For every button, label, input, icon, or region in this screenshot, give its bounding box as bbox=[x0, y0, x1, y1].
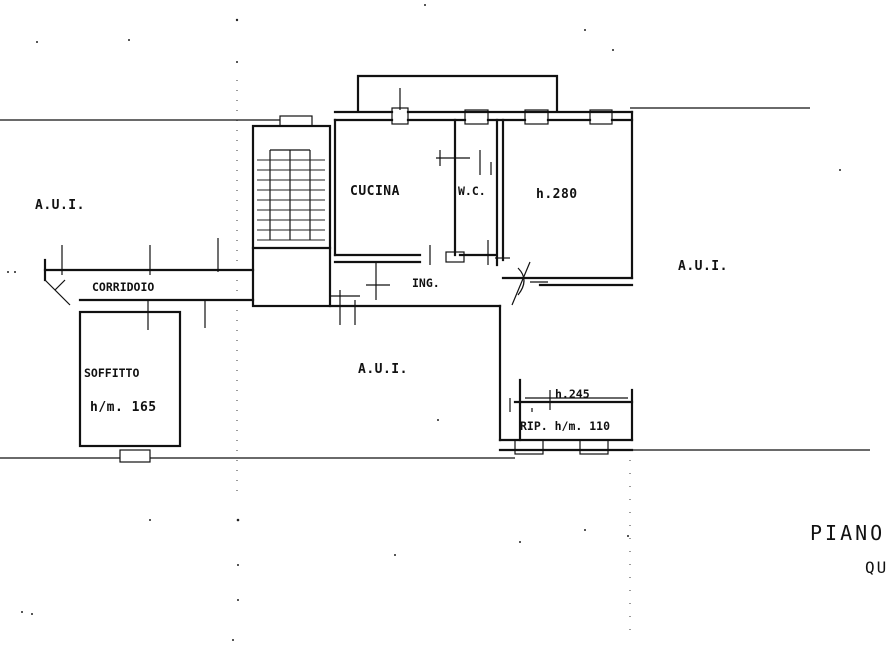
title-line-2: QU bbox=[865, 558, 888, 577]
doors bbox=[330, 150, 628, 412]
apartment-walls bbox=[251, 110, 634, 452]
label-soffitto-height: h/m. 165 bbox=[90, 400, 157, 415]
plan-title: PIANO QU bbox=[810, 521, 888, 577]
label-aui-left: A.U.I. bbox=[35, 198, 85, 213]
label-height-245: h.245 bbox=[555, 387, 590, 401]
label-aui-center: A.U.I. bbox=[358, 362, 408, 377]
windows bbox=[119, 107, 613, 463]
paper-specks bbox=[7, 4, 841, 641]
building-outline bbox=[0, 107, 870, 459]
corridor bbox=[43, 238, 255, 448]
title-line-1: PIANO bbox=[810, 521, 885, 545]
label-ripostiglio: RIP. h/m. 110 bbox=[520, 419, 610, 433]
label-wc: W.C. bbox=[458, 184, 486, 198]
balcony bbox=[356, 74, 559, 112]
label-corridoio: CORRIDOIO bbox=[92, 280, 154, 294]
label-height-280: h.280 bbox=[536, 187, 578, 202]
label-soffitto: SOFFITTO bbox=[84, 366, 139, 380]
label-ingresso: ING. bbox=[412, 276, 440, 290]
staircase bbox=[257, 149, 325, 241]
label-aui-right: A.U.I. bbox=[678, 259, 728, 274]
room-labels: A.U.I. A.U.I. A.U.I. CUCINA W.C. h.280 I… bbox=[35, 184, 728, 433]
label-cucina: CUCINA bbox=[350, 184, 400, 199]
